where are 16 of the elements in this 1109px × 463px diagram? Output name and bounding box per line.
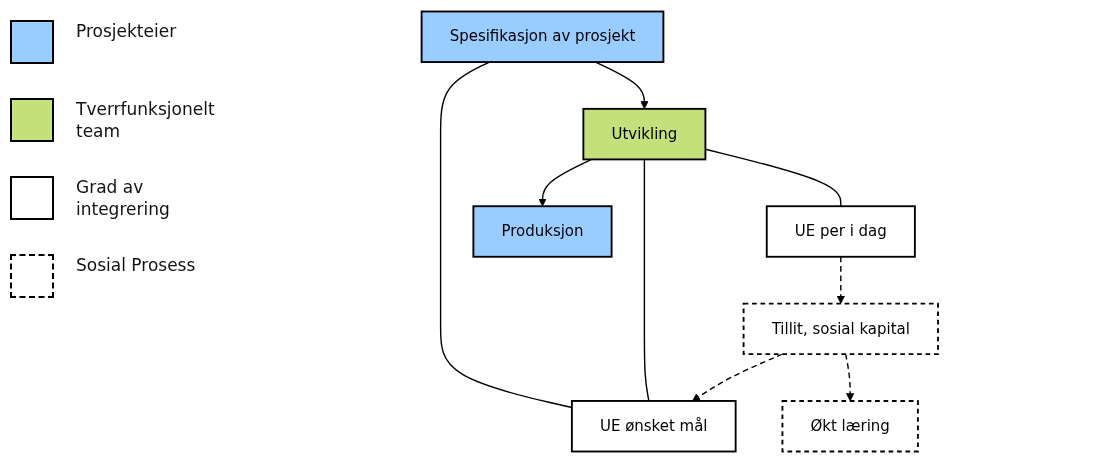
- arrow: [691, 353, 783, 402]
- node-box: Utvikling: [582, 107, 707, 161]
- node-box: UE ønsket mål: [570, 400, 737, 453]
- arrow: [844, 353, 854, 402]
- arrow: [538, 158, 592, 207]
- node-box: Økt læring: [781, 400, 919, 453]
- legend-text: Sosial Prosess: [76, 254, 196, 276]
- node-box: Spesifikasjon av prosjekt: [420, 10, 665, 63]
- arrow: [836, 256, 845, 304]
- legend-text: Tverrfunksjonelt team: [76, 98, 216, 142]
- legend-text: Grad av integrering: [76, 176, 171, 220]
- node-box: Tillit, sosial kapital: [742, 302, 939, 356]
- node-box: Produksjon: [472, 205, 613, 258]
- connector: [643, 158, 650, 402]
- legend-text: Prosjekteier: [76, 20, 177, 42]
- node-box: UE per i dag: [765, 205, 916, 258]
